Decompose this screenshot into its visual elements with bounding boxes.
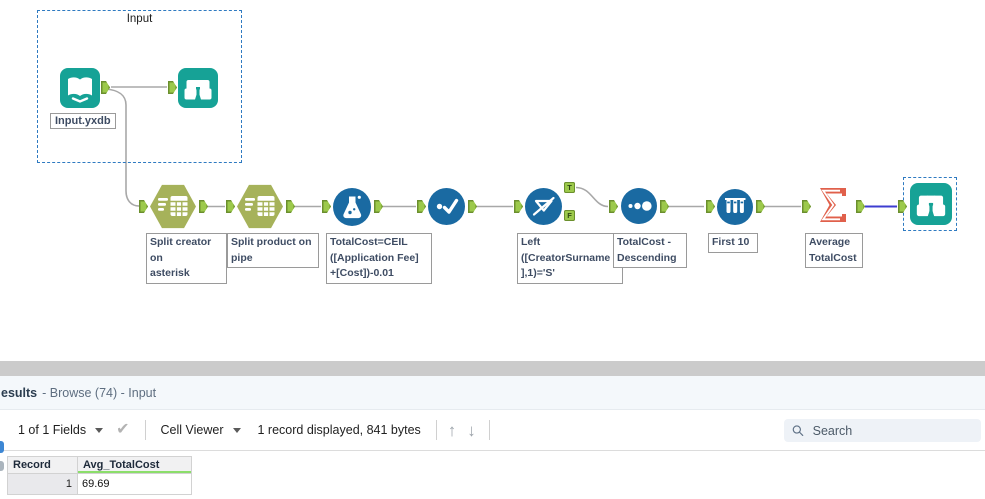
numeric-column-underline (78, 470, 191, 473)
output-anchor[interactable] (660, 200, 669, 213)
tool-container-input[interactable]: Input (37, 10, 242, 163)
search-input[interactable] (810, 422, 973, 439)
grid-header-row: Record Avg_TotalCost (7, 456, 192, 474)
avg-totalcost-cell[interactable]: 69.69 (78, 474, 192, 495)
search-icon (792, 425, 804, 436)
input-anchor[interactable] (514, 200, 523, 213)
input-anchor[interactable] (168, 81, 177, 94)
output-anchor[interactable] (756, 200, 765, 213)
output-anchor[interactable] (856, 200, 865, 213)
workflow-canvas[interactable]: Input Input.yxdb (0, 0, 985, 360)
open-book-icon (68, 77, 92, 103)
results-subtitle: - Browse (74) - Input (42, 385, 157, 400)
annotation-formula[interactable]: TotalCost=CEIL ([Application Fee] +[Cost… (326, 233, 432, 284)
input-anchor[interactable] (898, 200, 907, 213)
annotation-sample[interactable]: First 10 (708, 233, 758, 253)
connections-layer (105, 86, 897, 208)
output-anchor[interactable] (199, 200, 208, 213)
input-data-tool[interactable] (60, 68, 100, 108)
test-tubes-icon (725, 198, 746, 213)
cell-viewer-dropdown[interactable]: Cell Viewer (160, 423, 224, 437)
split-columns-icon (245, 196, 275, 216)
dot-checkmark-icon (436, 198, 459, 214)
apply-check-icon[interactable]: ✔ (116, 421, 130, 438)
wire-filterT-sort[interactable] (575, 186, 609, 208)
column-header-record[interactable]: Record (7, 456, 78, 474)
scroll-up-icon[interactable]: ↑ (447, 420, 457, 440)
annotation-split-product[interactable]: Split product on pipe (227, 233, 319, 268)
chevron-down-icon[interactable] (95, 427, 104, 433)
filter-tool[interactable] (525, 188, 562, 225)
input-anchor[interactable] (139, 200, 148, 213)
column-header-avg-totalcost[interactable]: Avg_TotalCost (78, 456, 192, 474)
panel-splitter[interactable] (0, 361, 985, 376)
toolbar-separator (144, 420, 146, 440)
sigma-icon (820, 188, 846, 222)
flask-icon (343, 195, 362, 219)
output-anchor[interactable] (286, 200, 295, 213)
wire-input-split1[interactable] (105, 88, 140, 207)
record-number-cell[interactable]: 1 (7, 474, 78, 495)
output-anchor[interactable] (468, 200, 477, 213)
input-anchor[interactable] (417, 200, 426, 213)
formula-tool[interactable] (333, 188, 371, 226)
annotation-summarize[interactable]: Average TotalCost (805, 233, 863, 268)
results-title: esults (1, 385, 38, 400)
input-anchor[interactable] (322, 200, 331, 213)
output-anchor[interactable] (101, 81, 110, 94)
table-view-tab-icon[interactable] (0, 441, 4, 453)
output-anchor[interactable] (374, 200, 383, 213)
input-anchor[interactable] (706, 200, 715, 213)
results-toolbar: 1 of 1 Fields ✔ Cell Viewer 1 record dis… (0, 410, 985, 451)
input-tool-label[interactable]: Input.yxdb (50, 113, 116, 129)
container-label: Input (126, 13, 153, 25)
annotation-split-creator[interactable]: Split creator on asterisk (146, 233, 227, 284)
binoculars-icon (184, 80, 212, 100)
input-anchor[interactable] (609, 200, 618, 213)
record-count-status: 1 record displayed, 841 bytes (257, 423, 421, 437)
browse-tool-output[interactable] (910, 183, 952, 225)
summarize-tool[interactable] (813, 185, 853, 225)
toolbar-separator (488, 420, 490, 440)
funnel-slash-icon (532, 196, 555, 216)
split-columns-icon (158, 196, 188, 216)
toolbar-separator (435, 420, 437, 440)
binoculars-icon (916, 195, 946, 217)
growing-dots-icon (628, 201, 652, 211)
annotation-sort[interactable]: TotalCost - Descending (613, 233, 687, 268)
search-box[interactable] (784, 419, 981, 442)
input-anchor[interactable] (226, 200, 235, 213)
annotation-filter[interactable]: Left ([CreatorSurname ],1)='S' (517, 233, 623, 284)
chevron-down-icon[interactable] (232, 427, 241, 433)
scroll-down-icon[interactable]: ↓ (467, 420, 476, 440)
browse-tool-input[interactable] (178, 68, 218, 108)
results-data-grid: Record Avg_TotalCost 1 69.69 (7, 456, 192, 495)
sort-tool[interactable] (621, 188, 657, 224)
results-panel-header: esults - Browse (74) - Input (0, 376, 985, 410)
profile-view-tab-icon[interactable] (0, 461, 4, 471)
false-output-anchor[interactable]: F (564, 210, 575, 221)
table-row: 1 69.69 (7, 474, 192, 495)
sample-tool[interactable] (717, 189, 753, 225)
select-tool[interactable] (428, 188, 465, 225)
fields-dropdown[interactable]: 1 of 1 Fields (18, 423, 87, 437)
input-anchor[interactable] (802, 200, 811, 213)
true-output-anchor[interactable]: T (564, 182, 575, 193)
